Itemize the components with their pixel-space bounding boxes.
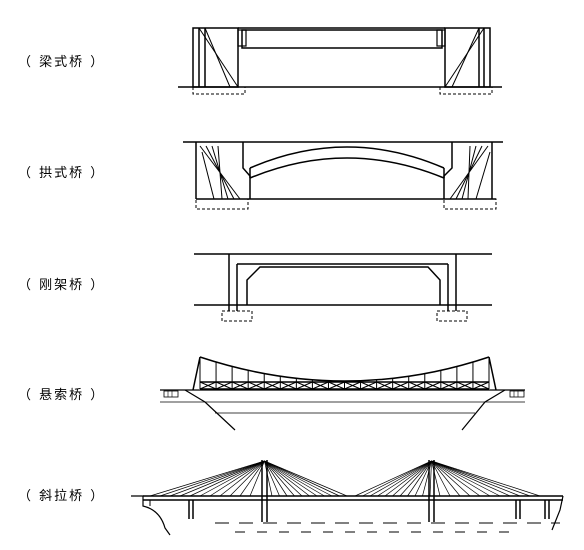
cable-stay	[264, 460, 340, 497]
cable-stay	[219, 460, 265, 497]
cable-stay	[264, 460, 348, 497]
cable-stays	[149, 460, 541, 497]
truss-diagonal	[456, 381, 474, 390]
cable-stay	[431, 460, 511, 497]
cable-stay	[392, 460, 432, 497]
cable-stay	[362, 460, 432, 497]
cable-stay	[377, 460, 432, 497]
rigid-frame-bridge-drawing	[194, 253, 492, 322]
cable-stay	[199, 460, 265, 497]
cable-stay	[431, 460, 501, 497]
suspension-hangers	[199, 357, 490, 390]
cable-stay	[264, 460, 333, 497]
cable-stay	[431, 460, 451, 497]
cable-stay	[264, 460, 303, 497]
label-arch-bridge: （ 拱式桥 ）	[18, 166, 105, 181]
truss-diagonal	[360, 381, 377, 390]
truss-diagonal	[328, 381, 345, 390]
label-beam-bridge: （ 梁式桥 ）	[18, 55, 105, 70]
truss-diagonal	[199, 381, 217, 390]
cable-stay	[431, 460, 441, 497]
cable-stay	[264, 460, 318, 497]
label-cable-stayed-bridge: （ 斜拉桥 ）	[18, 489, 105, 504]
truss-diagonal	[312, 381, 329, 390]
cable-stay	[431, 460, 481, 497]
cable-stay	[264, 460, 325, 497]
cable-stay	[431, 460, 521, 497]
cable-stay	[429, 460, 432, 497]
cable-stay	[169, 460, 265, 497]
cable-stay	[209, 460, 265, 497]
cable-stay	[422, 460, 432, 497]
truss-diagonal	[440, 381, 458, 390]
truss-diagonal	[344, 381, 361, 390]
cable-stay	[354, 460, 432, 497]
cable-stay	[249, 460, 265, 497]
cable-stay	[239, 460, 265, 497]
cable-stay	[384, 460, 432, 497]
cable-stay	[264, 460, 280, 497]
truss-diagonal	[296, 381, 313, 390]
cable-stay	[159, 460, 265, 497]
truss-diagonal	[215, 381, 233, 390]
truss-diagonal	[472, 381, 490, 390]
cable-stay	[399, 460, 432, 497]
cable-stay	[431, 460, 461, 497]
truss-diagonal	[264, 381, 281, 390]
truss-diagonal	[424, 381, 442, 390]
cable-stayed-bridge-drawing	[131, 460, 564, 536]
label-suspension-bridge: （ 悬索桥 ）	[18, 388, 105, 403]
cable-stay	[264, 460, 310, 497]
cable-stay	[264, 460, 288, 497]
cable-stay	[431, 460, 491, 497]
beam-bridge-drawing	[178, 27, 502, 95]
truss-diagonal	[280, 381, 297, 390]
cable-stay	[189, 460, 265, 497]
suspension-abutments	[160, 389, 525, 431]
truss-diagonal	[376, 381, 393, 390]
cable-stay	[264, 460, 295, 497]
cable-stay	[407, 460, 432, 497]
cable-stay	[369, 460, 432, 497]
cable-stay	[414, 460, 432, 497]
truss-diagonal	[392, 381, 409, 390]
arch-bridge-drawing	[183, 141, 503, 210]
truss-diagonal	[408, 381, 425, 390]
truss-diagonal	[231, 381, 249, 390]
truss-diagonal	[247, 381, 265, 390]
cable-stay	[149, 460, 265, 497]
cable-stay	[431, 460, 471, 497]
label-rigid-frame-bridge: （ 刚架桥 ）	[18, 278, 105, 293]
cable-stay	[229, 460, 265, 497]
cable-stay	[179, 460, 265, 497]
cable-stay	[431, 460, 531, 497]
cable-stay	[431, 460, 541, 497]
cable-stay	[264, 460, 273, 497]
